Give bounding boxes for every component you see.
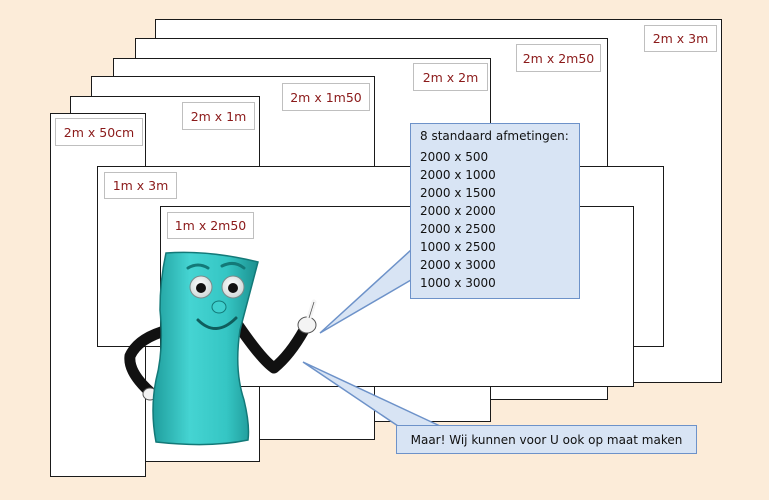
callout-pointer-sizes (319, 248, 412, 334)
size-item: 2000 x 3000 (420, 258, 496, 272)
size-item: 1000 x 3000 (420, 276, 496, 290)
size-list: 2000 x 500 2000 x 1000 2000 x 1500 2000 … (420, 148, 496, 292)
note-text: Maar! Wij kunnen voor U ook op maat make… (410, 432, 683, 447)
size-item: 2000 x 1500 (420, 186, 496, 200)
size-item: 2000 x 1000 (420, 168, 496, 182)
label-2m-x-1m: 2m x 1m (182, 102, 255, 130)
label-2m-x-1m50: 2m x 1m50 (282, 83, 370, 111)
size-item: 2000 x 500 (420, 150, 489, 164)
size-item: 2000 x 2500 (420, 222, 496, 236)
size-item: 1000 x 2500 (420, 240, 496, 254)
label-2m-x-2m50: 2m x 2m50 (516, 44, 601, 72)
callout-title: 8 standaard afmetingen: (420, 129, 569, 143)
label-2m-x-50cm: 2m x 50cm (55, 118, 143, 146)
custom-size-note: Maar! Wij kunnen voor U ook op maat make… (396, 425, 697, 454)
callout-pointer-note (302, 361, 441, 427)
size-item: 2000 x 2000 (420, 204, 496, 218)
label-2m-x-2m: 2m x 2m (413, 63, 488, 91)
label-1m-x-2m50: 1m x 2m50 (167, 212, 254, 239)
label-1m-x-3m: 1m x 3m (104, 172, 177, 199)
label-2m-x-3m: 2m x 3m (644, 25, 717, 52)
sizes-callout: 8 standaard afmetingen: 2000 x 500 2000 … (410, 123, 580, 299)
mascot-figure (124, 251, 317, 446)
